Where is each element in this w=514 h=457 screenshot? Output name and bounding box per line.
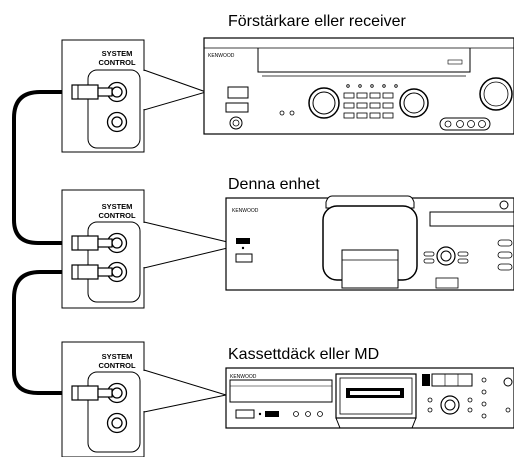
md-jog-dial-icon <box>440 395 460 415</box>
plug-icon <box>71 385 113 401</box>
plug-icon <box>71 264 113 280</box>
this-unit-illustration: KENWOOD <box>225 195 514 291</box>
amplifier-receiver-illustration: KENWOOD <box>203 37 514 135</box>
knob-icon <box>308 87 340 119</box>
button-grid <box>343 84 398 119</box>
power-button-icon <box>225 86 249 130</box>
middle-device-label: Denna enhet <box>228 176 320 193</box>
callout-pointer-top <box>143 69 208 111</box>
callout-pointer-middle <box>143 221 241 269</box>
brand-logo: KENWOOD <box>208 53 235 59</box>
cable-middle-to-bottom <box>12 270 72 395</box>
jog-dial-icon <box>436 246 456 266</box>
bottom-device-label: Kassettdäck eller MD <box>228 346 379 363</box>
top-device-label: Förstärkare eller receiver <box>228 13 407 30</box>
cable-top-to-middle <box>12 90 72 245</box>
system-control-panel-middle: SYSTEM CONTROL <box>61 189 145 309</box>
panel-label-line1: SYSTEM <box>102 352 133 361</box>
jack-icon <box>106 412 128 434</box>
system-control-panel-top: SYSTEM CONTROL <box>61 39 145 153</box>
panel-label-line2: CONTROL <box>98 361 135 370</box>
disc-tray-icon <box>322 195 418 289</box>
panel-label-line2: CONTROL <box>98 211 135 220</box>
volume-knob-icon <box>479 77 513 111</box>
system-control-panel-bottom: SYSTEM CONTROL <box>61 341 145 457</box>
panel-label-line2: CONTROL <box>98 58 135 67</box>
cassette-slot-icon <box>335 373 417 429</box>
panel-label-line1: SYSTEM <box>102 202 133 211</box>
jack-icon <box>106 111 128 133</box>
cassette-deck-md-illustration: KENWOOD <box>225 367 514 429</box>
brand-logo: KENWOOD <box>230 374 257 380</box>
brand-logo: KENWOOD <box>232 208 259 214</box>
knob-icon <box>399 88 429 118</box>
jack-icon <box>106 261 128 283</box>
plug-icon <box>71 84 113 100</box>
panel-label-line1: SYSTEM <box>102 49 133 58</box>
plug-icon <box>71 235 113 251</box>
callout-pointer-bottom <box>143 369 227 413</box>
